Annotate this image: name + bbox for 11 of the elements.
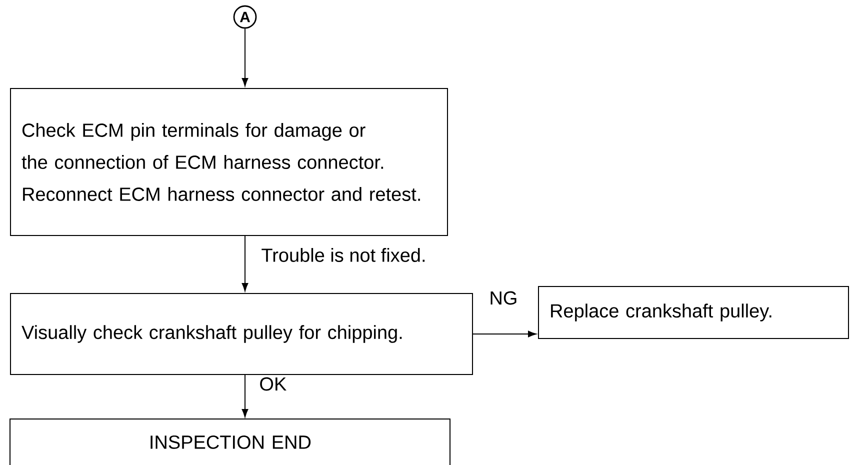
process-box: Check ECM pin terminals for damage or the connection of ECM harness connector. Reconnect ECM harness connector and retest.: [10, 88, 448, 236]
process-box: Visually check crankshaft pulley for chipping.: [10, 293, 473, 375]
arrow: [242, 374, 248, 418]
arrow: [472, 330, 536, 338]
arrow: [242, 236, 248, 292]
edge-label: Trouble is not fixed.: [262, 248, 425, 262]
edge-label: NG: [490, 291, 516, 305]
arrow: [242, 28, 248, 86]
process-box: Replace crankshaft pulley.: [538, 286, 849, 339]
edge-label: OK: [260, 377, 286, 391]
end-box: INSPECTION END: [10, 418, 450, 465]
